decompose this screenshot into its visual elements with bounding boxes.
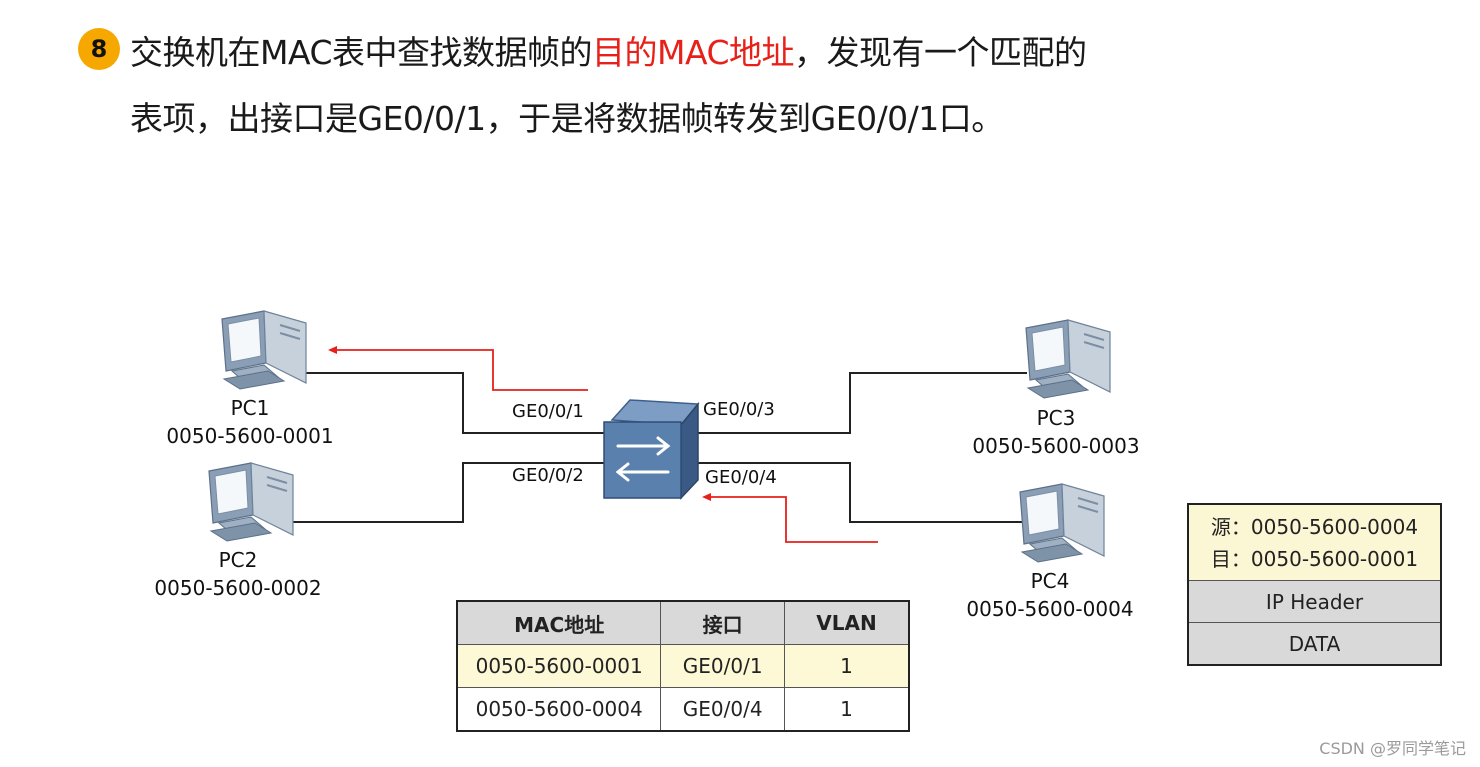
description-line-1: 交换机在MAC表中查找数据帧的目的MAC地址，发现有一个匹配的 [130,26,1087,74]
description-line-2: 表项，出接口是GE0/0/1，于是将数据帧转发到GE0/0/1口。 [130,99,1004,138]
cell-port: GE0/0/1 [660,644,785,688]
frame-data: DATA [1187,622,1442,666]
frame-dst-mac: 目：0050-5600-0001 [1210,546,1419,571]
pc2-mac: 0050-5600-0002 [154,576,322,600]
link-pc4-switch [693,462,1022,523]
frame-src-mac: 源：0050-5600-0004 [1210,514,1419,539]
link-pc2-switch [290,462,612,523]
description-text: ，发现有一个匹配的 [794,33,1087,72]
frame-addresses: 源：0050-5600-0004 目：0050-5600-0001 [1187,503,1442,581]
pc1-icon [221,310,307,390]
cell-vlan: 1 [784,687,910,732]
table-header-row: MAC地址 接口 VLAN [456,600,910,645]
port-ge0-0-2: GE0/0/2 [512,465,584,486]
port-ge0-0-3: GE0/0/3 [703,399,775,420]
pc4-name: PC4 [1030,569,1070,593]
mac-address-table: MAC地址 接口 VLAN 0050-5600-0001 GE0/0/1 1 0… [456,600,910,732]
step-number-badge: 8 [78,28,120,70]
switch-icon [603,399,700,500]
pc1-mac: 0050-5600-0001 [166,424,334,448]
pc4-icon [1019,483,1105,563]
description-text: 交换机在MAC表中查找数据帧的 [130,33,593,72]
cell-port: GE0/0/4 [660,687,785,732]
header-port: 接口 [660,600,785,645]
link-pc1-switch [300,372,612,434]
forward-path-arrow [328,346,588,391]
pc4-mac: 0050-5600-0004 [966,597,1134,621]
link-pc3-switch [693,372,1027,434]
watermark: CSDN @罗同学笔记 [1319,739,1466,758]
port-ge0-0-1: GE0/0/1 [512,401,584,422]
data-frame: 源：0050-5600-0004 目：0050-5600-0001 IP Hea… [1187,503,1442,666]
pc1-name: PC1 [230,396,270,420]
header-mac: MAC地址 [456,600,662,645]
ingress-path-arrow [702,493,878,543]
pc2-icon [208,462,294,542]
table-row: 0050-5600-0004 GE0/0/4 1 [456,687,910,732]
highlight-dest-mac: 目的MAC地址 [592,33,795,72]
pc3-icon [1025,319,1111,399]
header-vlan: VLAN [784,600,910,645]
table-row: 0050-5600-0001 GE0/0/1 1 [456,644,910,688]
cell-vlan: 1 [784,644,910,688]
pc2-name: PC2 [218,548,258,572]
port-ge0-0-4: GE0/0/4 [705,467,777,488]
cell-mac: 0050-5600-0001 [456,644,662,688]
pc3-mac: 0050-5600-0003 [972,434,1140,458]
pc3-name: PC3 [1036,406,1076,430]
cell-mac: 0050-5600-0004 [456,687,662,732]
frame-ip-header: IP Header [1187,580,1442,623]
